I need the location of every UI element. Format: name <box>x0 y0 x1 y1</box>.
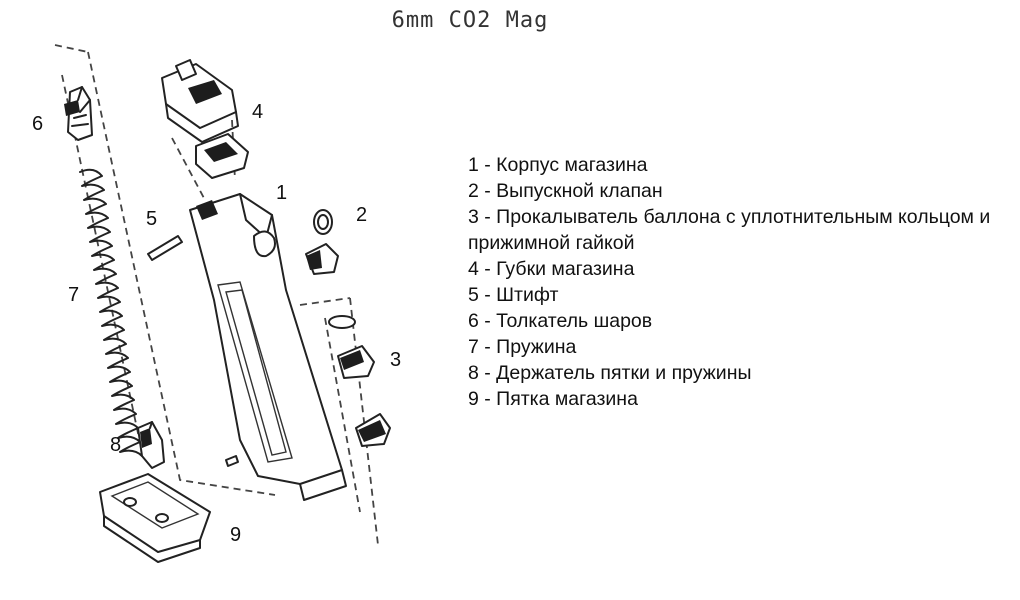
magazine-lips-part <box>161 59 249 179</box>
small-pin-part <box>225 455 239 467</box>
legend-item: 9 - Пятка магазина <box>468 388 638 410</box>
legend-item: 4 - Губки магазина <box>468 258 635 280</box>
legend-item: 1 - Корпус магазина <box>468 154 648 176</box>
cylinder-piercer-part <box>328 315 391 447</box>
callout-1: 1 <box>276 182 288 204</box>
ball-pusher-part <box>64 86 93 141</box>
callout-4: 4 <box>252 101 264 123</box>
legend-item: 3 - Прокалыватель баллона с уплотнительн… <box>468 206 991 254</box>
callout-7: 7 <box>68 284 80 306</box>
callout-2: 2 <box>356 204 368 226</box>
legend-item: 5 - Штифт <box>468 284 559 306</box>
spring-part <box>79 168 143 457</box>
legend-item: 6 - Толкатель шаров <box>468 310 653 332</box>
parts-legend: 1 - Корпус магазина 2 - Выпускной клапан… <box>468 152 998 412</box>
legend-item: 2 - Выпускной клапан <box>468 180 663 202</box>
pin-part <box>147 235 183 261</box>
heel-holder-part <box>137 421 165 469</box>
legend-item: 8 - Держатель пятки и пружины <box>468 362 752 384</box>
legend-item: 7 - Пружина <box>468 336 577 358</box>
callout-5: 5 <box>146 208 158 230</box>
diagram-title: 6mm CO2 Mag <box>391 8 549 33</box>
magazine-heel-part <box>99 473 211 563</box>
callout-3: 3 <box>390 349 402 371</box>
callout-9: 9 <box>230 524 242 546</box>
release-valve-part <box>305 209 339 275</box>
callout-6: 6 <box>32 113 44 135</box>
callout-8: 8 <box>110 434 122 456</box>
magazine-body-part <box>189 193 347 501</box>
